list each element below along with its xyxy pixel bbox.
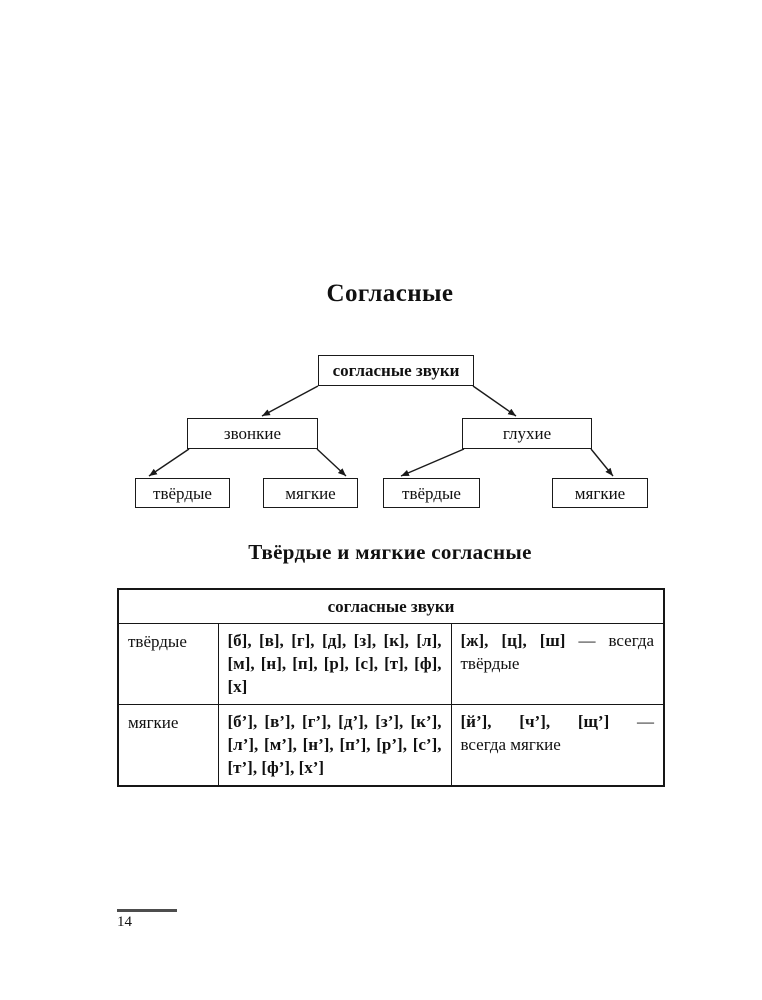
tree-node-voiced: звонкие xyxy=(187,418,318,449)
always-hard-sounds: [ж], [ц], [ш] xyxy=(460,631,566,650)
always-hard-text: — всегда xyxy=(578,631,655,650)
tree-node-soft-voiceless: мягкие xyxy=(552,478,648,508)
table-row-hard: твёрдые [б], [в], [г], [д], [з], [к], [л… xyxy=(117,623,665,705)
tree-node-voiceless: глухие xyxy=(462,418,592,449)
sounds-line: [л’], [м’], [н’], [п’], [р’], [с’], xyxy=(227,735,442,754)
always-soft-sounds: [й’], [ч’], [щ’] xyxy=(460,712,610,731)
consonant-sounds-table: согласные звуки твёрдые [б], [в], [г], [… xyxy=(117,588,666,787)
tree-node-hard-voiced: твёрдые xyxy=(135,478,230,508)
table-row-soft: мягкие [б’], [в’], [г’], [д’], [з’], [к’… xyxy=(117,704,665,787)
sounds-line: [б], [в], [г], [д], [з], [к], [л], xyxy=(227,631,442,650)
sounds-line: [б’], [в’], [г’], [д’], [з’], [к’], xyxy=(227,712,442,731)
note-line: [ж], [ц], [ш] — всегда xyxy=(461,629,655,652)
tree-node-consonant-sounds: согласные звуки xyxy=(318,355,474,386)
hard-note-cell: [ж], [ц], [ш] — всегда твёрдые xyxy=(450,623,665,705)
section-title: Твёрдые и мягкие согласные xyxy=(248,540,532,564)
tree-node-soft-voiced: мягкие xyxy=(263,478,358,508)
row-label-hard: твёрдые xyxy=(117,623,219,705)
note-line: твёрдые xyxy=(460,654,520,673)
soft-note-cell: [й’], [ч’], [щ’] — всегда мягкие xyxy=(450,704,665,787)
page-title: Согласные xyxy=(326,280,454,307)
sounds-line: [м], [н], [п], [р], [с], [т], [ф], xyxy=(227,654,442,673)
hard-sounds-cell: [б], [в], [г], [д], [з], [к], [л], [м], … xyxy=(217,623,452,705)
note-line: всегда мягкие xyxy=(460,735,561,754)
page-number: 14 xyxy=(117,914,132,930)
always-soft-dash: — xyxy=(637,712,655,731)
sounds-line: [х] xyxy=(227,677,248,696)
tree-node-hard-voiceless: твёрдые xyxy=(383,478,480,508)
table-header-cell: согласные звуки xyxy=(117,588,665,624)
row-label-soft: мягкие xyxy=(117,704,219,787)
footer-rule xyxy=(117,909,177,912)
sounds-line: [т’], [ф’], [х’] xyxy=(227,758,325,777)
note-line: [й’], [ч’], [щ’] — xyxy=(461,710,655,733)
soft-sounds-cell: [б’], [в’], [г’], [д’], [з’], [к’], [л’]… xyxy=(217,704,452,787)
table-header-row: согласные звуки xyxy=(117,588,665,624)
